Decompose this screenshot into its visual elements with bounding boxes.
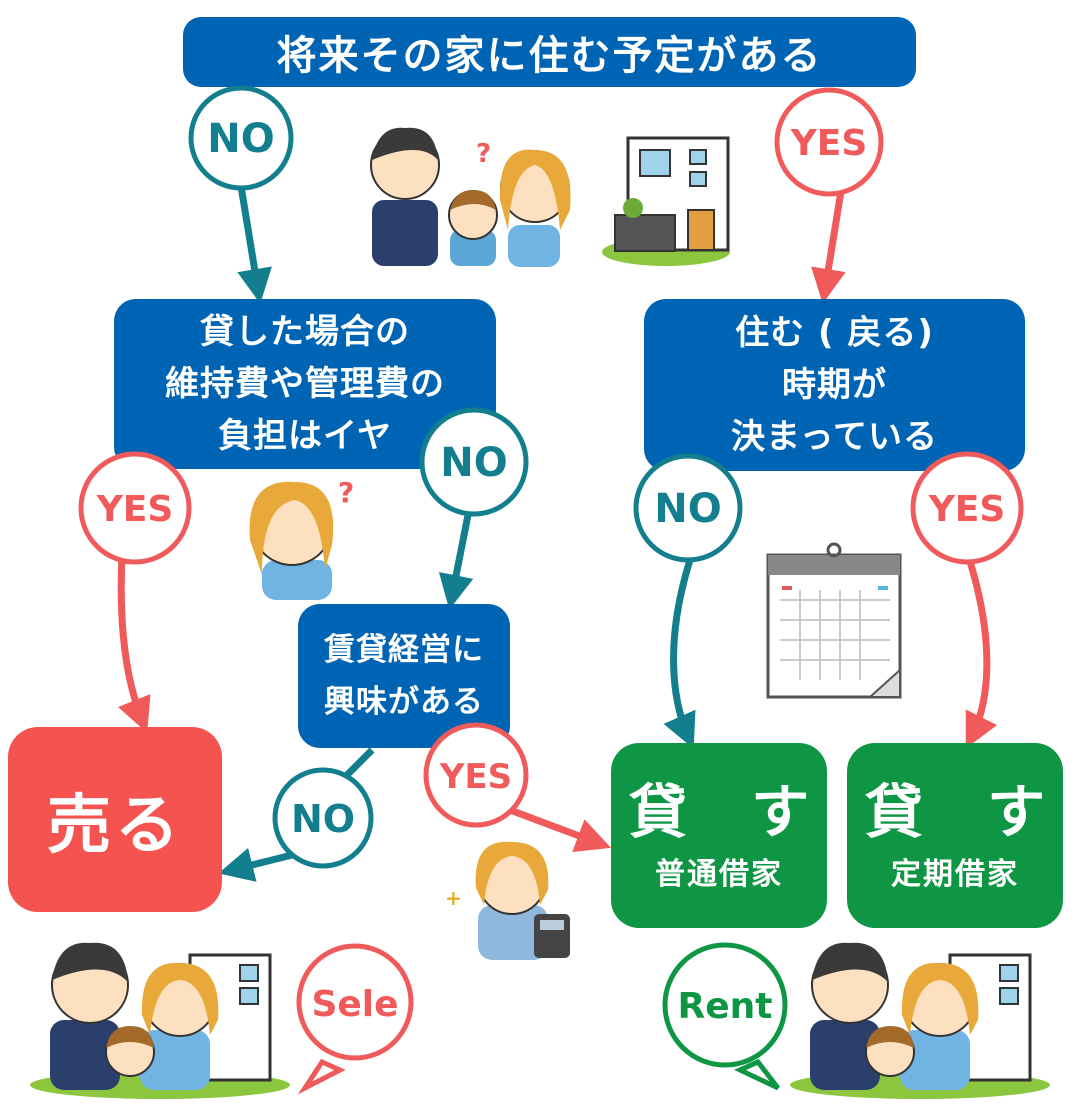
label-right-yes-text: YES <box>928 489 1006 530</box>
svg-text:?: ? <box>338 476 354 509</box>
speech-sell-text: Sele <box>311 984 398 1025</box>
label-left-no-text: NO <box>440 440 507 486</box>
label-top-yes-text: YES <box>790 123 868 164</box>
label-left-no: NO <box>419 407 529 517</box>
outcome-rent-normal-main: 貸 す <box>628 777 832 846</box>
question-right-line-2: 時期が <box>782 365 887 405</box>
woman-calculator-illustration: + <box>445 841 570 960</box>
question-right-line-3: 決まっている <box>731 417 938 457</box>
label-top-no-text: NO <box>207 116 274 162</box>
label-mid-yes-text: YES <box>439 757 512 797</box>
speech-bubble-rent: Rent <box>662 942 788 1091</box>
speech-bubble-sell: Sele <box>296 943 414 1095</box>
svg-text:+: + <box>445 886 462 910</box>
calendar-illustration <box>766 542 902 699</box>
outcome-rent-fixed-sub: 定期借家 <box>891 856 1019 892</box>
label-left-yes: YES <box>78 451 192 565</box>
label-right-no: NO <box>633 453 743 563</box>
svg-text:?: ? <box>476 139 491 169</box>
house-illustration-top <box>602 136 730 266</box>
question-middle-line-2: 興味がある <box>324 684 484 720</box>
thinking-woman-illustration: ? <box>249 476 354 600</box>
happy-family-illustration-left <box>30 942 290 1099</box>
label-mid-no-text: NO <box>291 797 355 841</box>
arrow-left-no <box>438 504 474 610</box>
question-right-box: 住む ( 戻る) 時期が 決まっている <box>644 299 1025 471</box>
label-mid-yes: YES <box>423 722 529 828</box>
arrow-right-yes <box>964 553 998 749</box>
title-box: 将来その家に住む予定がある <box>183 17 916 87</box>
outcome-rent-fixed-box: 貸 す 定期借家 <box>847 743 1063 928</box>
title-text: 将来その家に住む予定がある <box>276 33 823 79</box>
label-top-yes: YES <box>774 87 884 197</box>
happy-family-illustration-right <box>790 942 1050 1099</box>
outcome-rent-normal-sub: 普通借家 <box>655 856 783 892</box>
question-left-line-2: 維持費や管理費の <box>165 364 445 404</box>
question-middle-box: 賃貸経営に 興味がある <box>298 604 510 748</box>
outcome-rent-fixed-main: 貸 す <box>864 777 1068 846</box>
arrow-top-no <box>236 179 272 304</box>
arrow-left-yes <box>117 554 151 733</box>
label-right-yes: YES <box>910 451 1024 565</box>
arrow-top-yes <box>811 184 846 304</box>
outcome-sell-text: 売る <box>47 788 183 863</box>
outcome-sell-box: 売る <box>8 727 222 912</box>
question-right-line-1: 住む ( 戻る) <box>735 313 934 353</box>
arrow-right-no <box>663 558 696 749</box>
question-left-line-3: 負担はイヤ <box>218 416 392 456</box>
outcome-rent-normal-box: 貸 す 普通借家 <box>611 743 827 928</box>
family-illustration-top: ? <box>370 127 571 267</box>
label-left-yes-text: YES <box>96 489 174 530</box>
label-right-no-text: NO <box>654 486 721 532</box>
question-left-line-1: 貸した場合の <box>200 312 410 352</box>
speech-rent-text: Rent <box>678 986 773 1027</box>
label-mid-no: NO <box>272 767 374 869</box>
label-top-no: NO <box>188 85 294 191</box>
question-middle-line-1: 賃貸経営に <box>324 632 484 668</box>
